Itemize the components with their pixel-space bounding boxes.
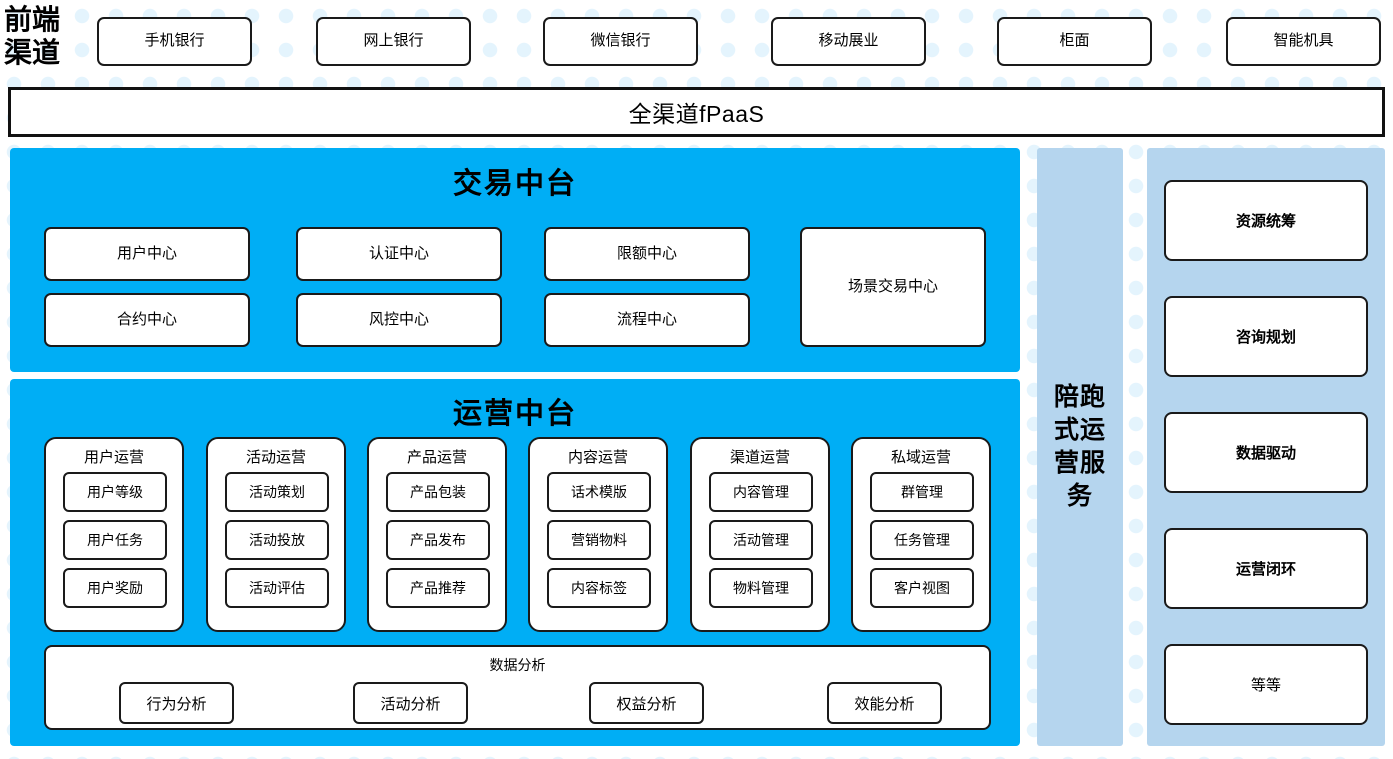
trade-module-limit-center[interactable]: 限额中心: [544, 227, 750, 281]
ops-item-material-management[interactable]: 物料管理: [709, 568, 813, 608]
ops-item-campaign-management[interactable]: 活动管理: [709, 520, 813, 560]
ops-item-content-management[interactable]: 内容管理: [709, 472, 813, 512]
ops-item-marketing-material[interactable]: 营销物料: [547, 520, 651, 560]
trade-middle-platform-title: 交易中台: [452, 168, 577, 200]
ops-group-private-domain-operations: 私域运营 群管理 任务管理 客户视图: [851, 437, 991, 632]
ops-item-product-packaging[interactable]: 产品包装: [386, 472, 490, 512]
frontend-channel-label: 前端 渠道: [4, 4, 88, 70]
trade-middle-platform-panel: 交易中台 用户中心 认证中心 限额中心 合约中心 风控中心 流程中心 场景交易中…: [10, 148, 1020, 372]
ops-group-title: 私域运营: [890, 449, 951, 466]
ops-group-user-operations: 用户运营 用户等级 用户任务 用户奖励: [44, 437, 184, 632]
ops-item-campaign-planning[interactable]: 活动策划: [225, 472, 329, 512]
channel-box-wechat-bank[interactable]: 微信银行: [543, 17, 698, 66]
ops-item-campaign-evaluation[interactable]: 活动评估: [225, 568, 329, 608]
service-capability-resource-coordination[interactable]: 资源统筹: [1164, 180, 1368, 261]
accompanying-operation-service-label: 陪跑式运营服务: [1053, 383, 1106, 510]
data-analysis-item-benefit[interactable]: 权益分析: [589, 682, 704, 724]
omnichannel-fpaas-label: 全渠道fPaaS: [628, 101, 765, 127]
service-capability-etc[interactable]: 等等: [1164, 644, 1368, 725]
trade-module-risk-center[interactable]: 风控中心: [296, 293, 502, 347]
ops-item-user-task[interactable]: 用户任务: [63, 520, 167, 560]
ops-group-channel-operations: 渠道运营 内容管理 活动管理 物料管理: [690, 437, 830, 632]
data-analysis-card: 数据分析 行为分析 活动分析 权益分析 效能分析: [44, 645, 991, 730]
operations-middle-platform-panel: 运营中台 用户运营 用户等级 用户任务 用户奖励 活动运营 活动策划 活动投放 …: [10, 379, 1020, 746]
ops-group-title: 用户运营: [83, 449, 144, 466]
ops-item-customer-view[interactable]: 客户视图: [870, 568, 974, 608]
frontend-channel-label-line2: 渠道: [4, 38, 61, 69]
ops-item-content-tag[interactable]: 内容标签: [547, 568, 651, 608]
omnichannel-fpaas-bar[interactable]: 全渠道fPaaS: [8, 87, 1385, 137]
ops-item-campaign-delivery[interactable]: 活动投放: [225, 520, 329, 560]
channel-box-mobile-business[interactable]: 移动展业: [771, 17, 926, 66]
ops-item-task-management[interactable]: 任务管理: [870, 520, 974, 560]
ops-group-product-operations: 产品运营 产品包装 产品发布 产品推荐: [367, 437, 507, 632]
ops-group-title: 内容运营: [567, 449, 628, 466]
trade-module-process-center[interactable]: 流程中心: [544, 293, 750, 347]
ops-item-product-release[interactable]: 产品发布: [386, 520, 490, 560]
ops-item-user-level[interactable]: 用户等级: [63, 472, 167, 512]
data-analysis-item-efficiency[interactable]: 效能分析: [827, 682, 942, 724]
channel-box-counter[interactable]: 柜面: [997, 17, 1152, 66]
channel-box-online-bank[interactable]: 网上银行: [316, 17, 471, 66]
operations-middle-platform-title: 运营中台: [452, 398, 577, 430]
ops-group-title: 渠道运营: [729, 449, 790, 466]
ops-group-title: 产品运营: [406, 449, 467, 466]
ops-item-group-management[interactable]: 群管理: [870, 472, 974, 512]
trade-module-contract-center[interactable]: 合约中心: [44, 293, 250, 347]
trade-module-user-center[interactable]: 用户中心: [44, 227, 250, 281]
ops-item-product-recommendation[interactable]: 产品推荐: [386, 568, 490, 608]
ops-group-title: 活动运营: [245, 449, 306, 466]
data-analysis-item-campaign[interactable]: 活动分析: [353, 682, 468, 724]
service-capability-consulting-planning[interactable]: 咨询规划: [1164, 296, 1368, 377]
ops-group-campaign-operations: 活动运营 活动策划 活动投放 活动评估: [206, 437, 346, 632]
accompanying-operation-service-column: 陪跑式运营服务: [1037, 148, 1123, 746]
channel-box-smart-machine[interactable]: 智能机具: [1226, 17, 1381, 66]
service-capability-data-driven[interactable]: 数据驱动: [1164, 412, 1368, 493]
trade-module-auth-center[interactable]: 认证中心: [296, 227, 502, 281]
service-capability-operation-closed-loop[interactable]: 运营闭环: [1164, 528, 1368, 609]
ops-item-user-reward[interactable]: 用户奖励: [63, 568, 167, 608]
ops-group-content-operations: 内容运营 话术模版 营销物料 内容标签: [528, 437, 668, 632]
ops-item-script-template[interactable]: 话术模版: [547, 472, 651, 512]
trade-module-scenario-trade-center[interactable]: 场景交易中心: [800, 227, 986, 347]
data-analysis-item-behavior[interactable]: 行为分析: [119, 682, 234, 724]
frontend-channel-label-line1: 前端: [4, 5, 61, 36]
service-capability-panel: 资源统筹 咨询规划 数据驱动 运营闭环 等等: [1147, 148, 1385, 746]
data-analysis-title: 数据分析: [489, 657, 546, 673]
channel-box-mobile-bank[interactable]: 手机银行: [97, 17, 252, 66]
